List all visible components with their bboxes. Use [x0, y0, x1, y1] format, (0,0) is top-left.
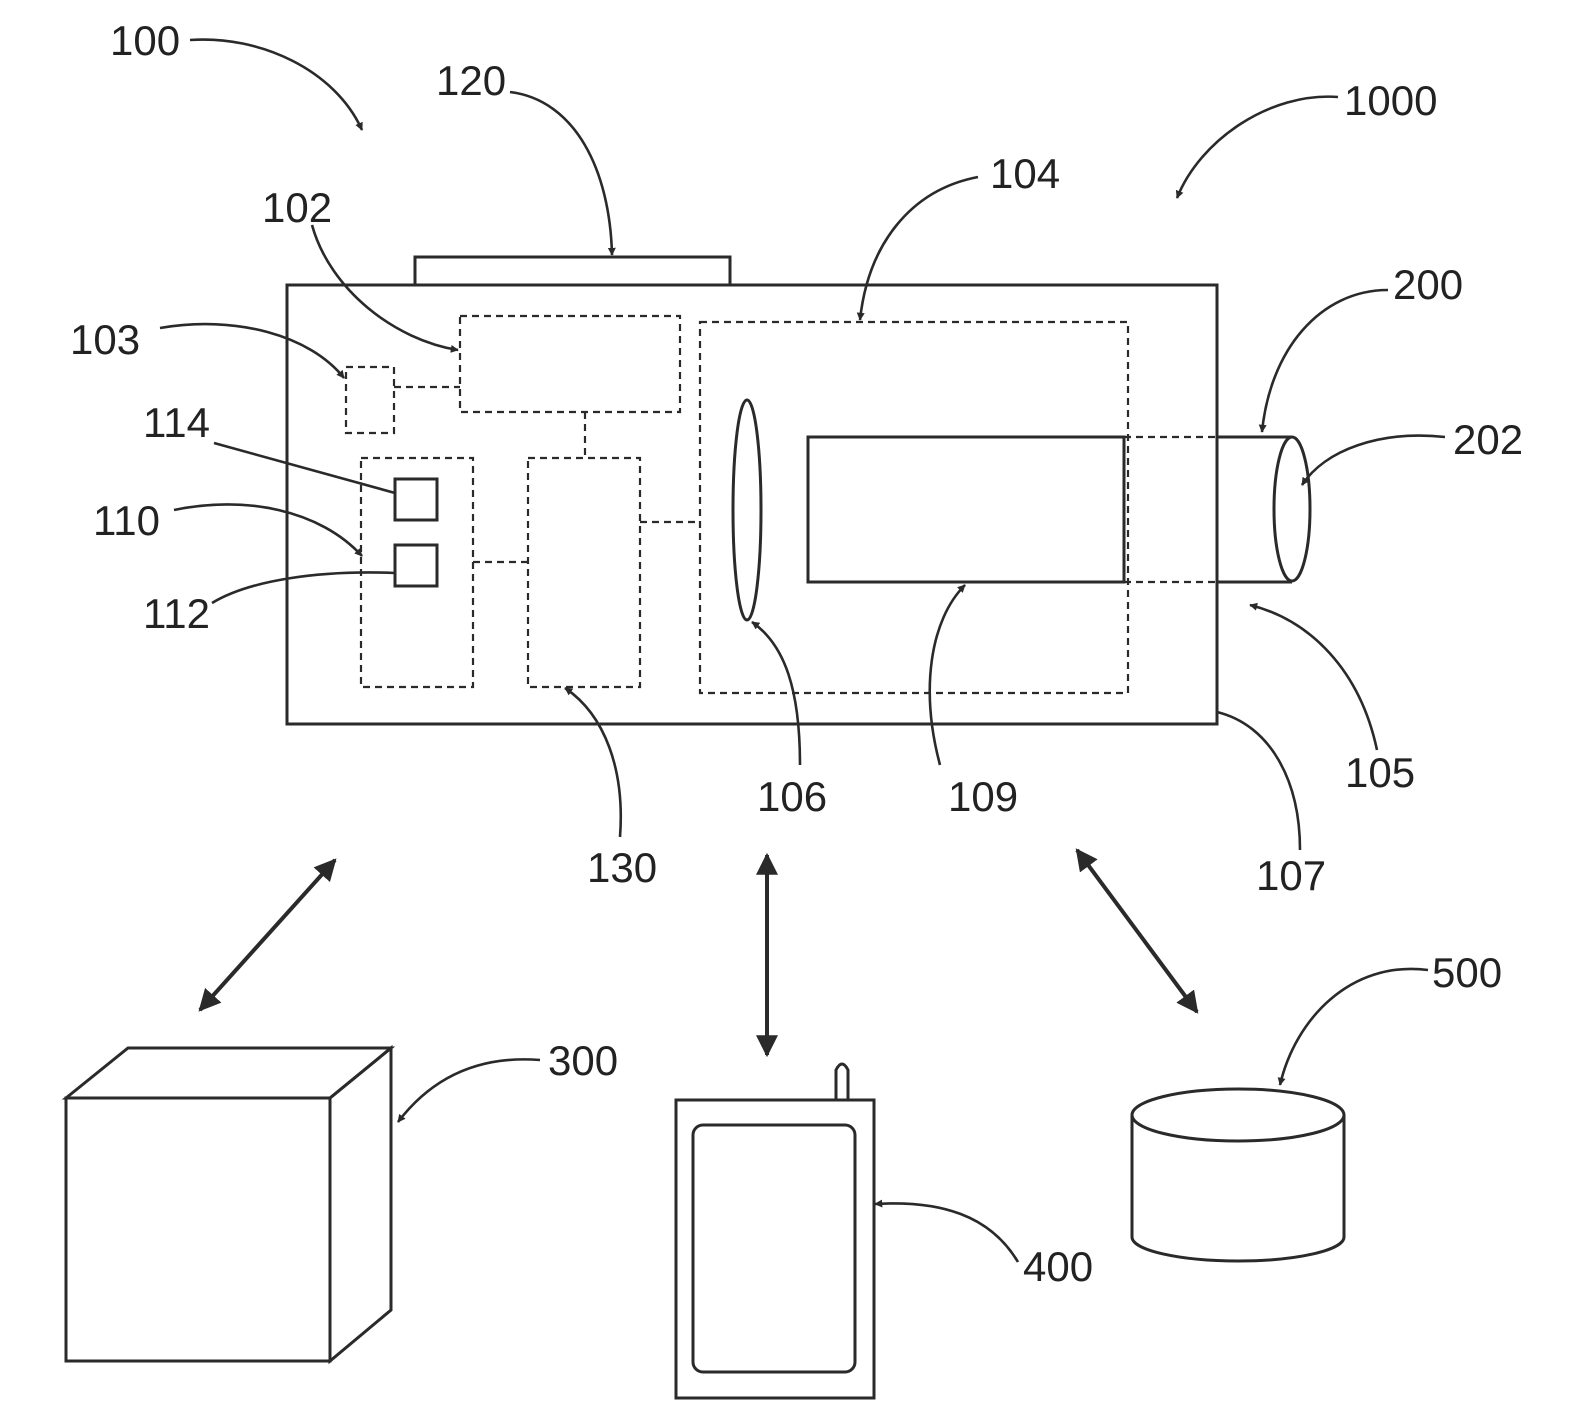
leader-200 — [1262, 290, 1388, 432]
leader-103 — [160, 324, 344, 378]
label-105: 105 — [1345, 749, 1415, 796]
label-100: 100 — [110, 17, 180, 64]
device-housing — [287, 285, 1217, 724]
label-106: 106 — [757, 773, 827, 820]
database-500-body — [1132, 1115, 1344, 1261]
label-102: 102 — [262, 184, 332, 231]
label-300: 300 — [548, 1037, 618, 1084]
label-114: 114 — [143, 399, 210, 446]
label-107: 107 — [1256, 852, 1326, 899]
leader-104 — [860, 177, 978, 320]
leader-100 — [190, 40, 362, 130]
block-130 — [528, 458, 640, 687]
comm-arrow-300 — [200, 860, 335, 1010]
label-120: 120 — [436, 57, 506, 104]
label-104: 104 — [990, 150, 1060, 197]
leader-500 — [1280, 969, 1428, 1085]
database-500-top — [1132, 1089, 1344, 1141]
label-500: 500 — [1432, 949, 1502, 996]
label-109: 109 — [948, 773, 1018, 820]
leader-105 — [1250, 605, 1377, 750]
label-130: 130 — [587, 844, 657, 891]
square-114 — [395, 479, 437, 520]
cylinder-end-202 — [1274, 437, 1310, 581]
tube-109 — [808, 437, 1124, 582]
leader-112 — [212, 572, 395, 603]
block-104 — [700, 322, 1128, 693]
label-103: 103 — [70, 316, 140, 363]
leader-107 — [1217, 712, 1300, 850]
block-103 — [346, 367, 394, 433]
leader-110 — [174, 504, 362, 556]
cube-300-top — [66, 1048, 391, 1098]
block-102 — [460, 316, 680, 412]
leader-120 — [510, 92, 612, 255]
mobile-400-body — [676, 1100, 874, 1398]
leader-202 — [1302, 436, 1445, 485]
label-200: 200 — [1393, 261, 1463, 308]
top-component — [415, 257, 730, 285]
cube-300-side — [330, 1048, 391, 1361]
leader-400 — [875, 1203, 1018, 1262]
label-112: 112 — [143, 590, 210, 637]
leader-114 — [214, 443, 395, 493]
leader-102 — [312, 225, 458, 350]
mobile-400-antenna — [836, 1064, 848, 1100]
leader-300 — [398, 1059, 540, 1122]
mobile-400-screen — [693, 1125, 855, 1372]
leader-109 — [930, 585, 965, 765]
cube-300-front — [66, 1098, 330, 1361]
leader-130 — [565, 688, 621, 837]
label-400: 400 — [1023, 1243, 1093, 1290]
label-1000: 1000 — [1344, 77, 1437, 124]
leader-1000 — [1177, 97, 1338, 198]
lens-106 — [733, 400, 761, 620]
square-112 — [395, 545, 437, 586]
comm-arrow-500 — [1077, 850, 1197, 1012]
label-110: 110 — [93, 497, 160, 544]
label-202: 202 — [1453, 416, 1523, 463]
